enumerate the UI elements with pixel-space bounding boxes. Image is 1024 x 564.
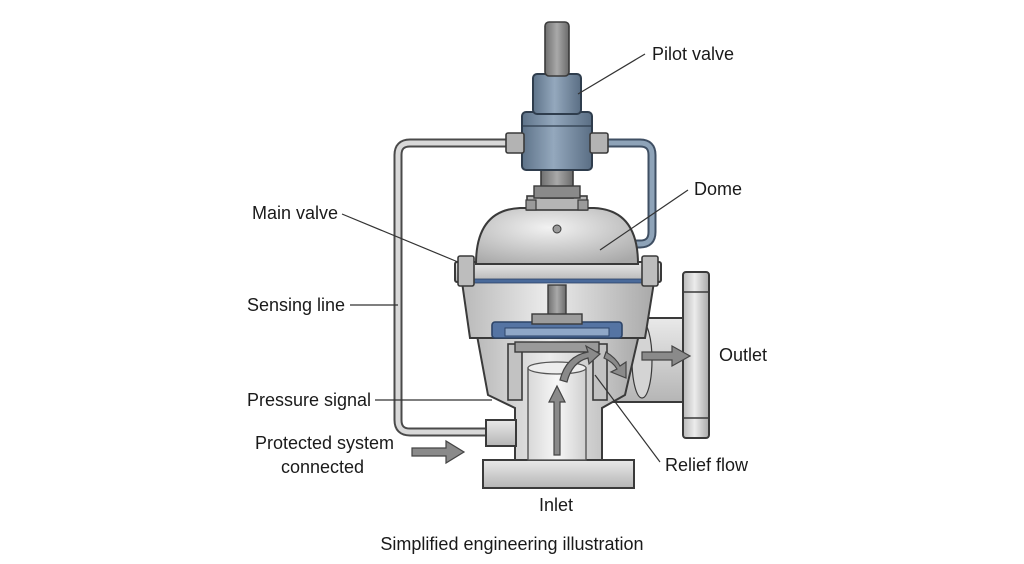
label-outlet: Outlet [719,345,767,365]
relief-exit-arrow [603,351,627,379]
pilot-dome-tube [600,138,657,249]
label-sensing-line: Sensing line [247,295,345,315]
label-protected-system: Protected system [255,433,394,453]
label-dome: Dome [694,179,742,199]
pilot-valve-assembly [505,21,609,199]
flow-arrows [411,344,692,465]
outlet-flow-arrow [641,344,692,368]
inlet-flow-arrow [548,384,566,456]
label-protected-system-connected: connected [281,457,364,477]
main-valve-housing [454,255,662,353]
dome [474,195,640,265]
leader-lines [341,53,689,463]
caption: Simplified engineering illustration [380,534,643,554]
label-inlet: Inlet [539,495,573,515]
label-main-valve: Main valve [252,203,338,223]
relief-curve-arrow [559,344,602,383]
protected-system-arrow [411,439,466,465]
sensing-line-tube [393,138,520,437]
label-relief-flow: Relief flow [665,455,749,475]
label-pilot-valve: Pilot valve [652,44,734,64]
label-pressure-signal: Pressure signal [247,390,371,410]
